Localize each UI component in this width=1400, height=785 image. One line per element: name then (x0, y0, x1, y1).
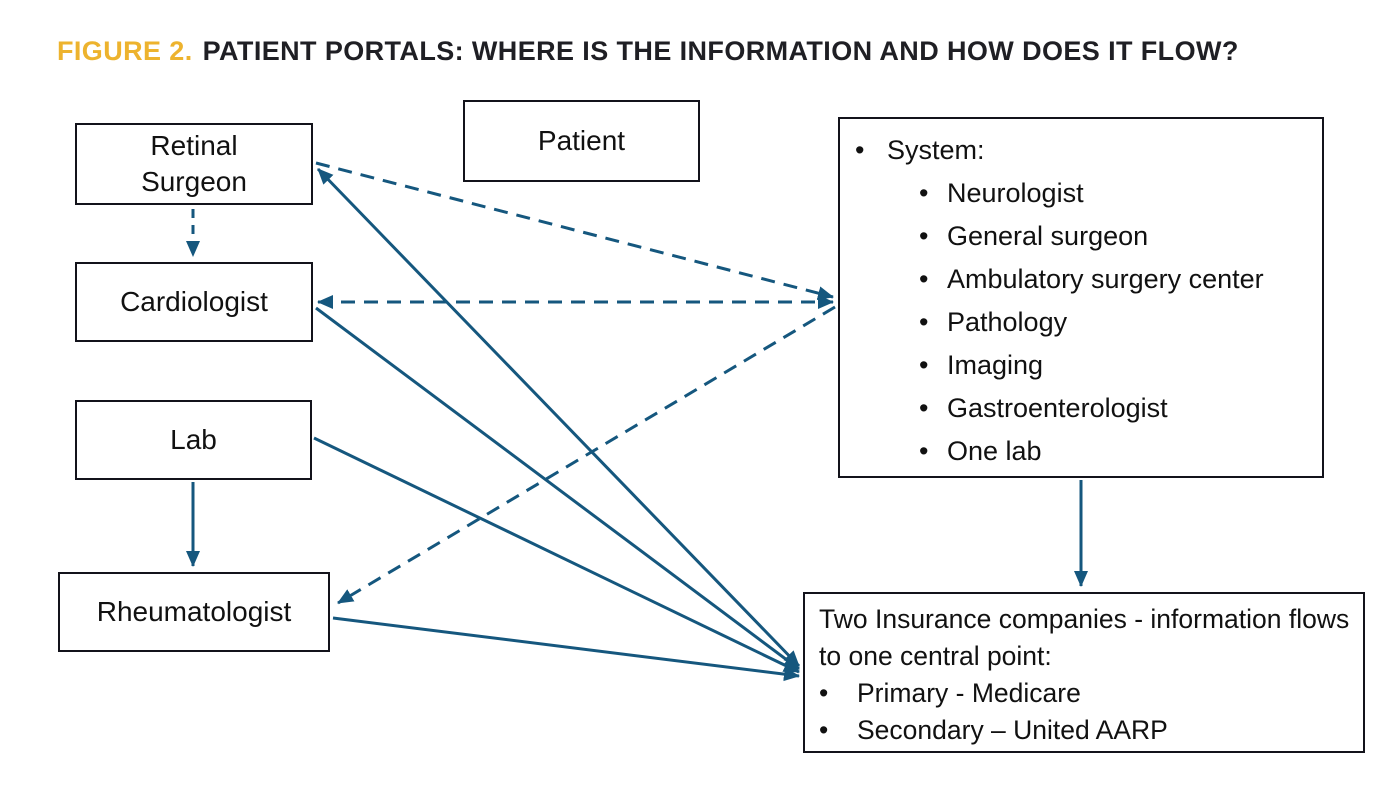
panel-system: • System: Neurologist General surgeon Amb… (838, 117, 1324, 478)
node-patient: Patient (463, 100, 700, 182)
system-item: Neurologist (919, 172, 1316, 215)
node-patient-label: Patient (537, 124, 626, 156)
arrow-retinal-insurance-solid-bidirectional (316, 167, 801, 668)
system-heading: System: (887, 135, 985, 165)
system-item: Imaging (919, 344, 1316, 387)
panel-insurance: Two Insurance companies - information fl… (803, 592, 1365, 753)
node-lab: Lab (75, 400, 312, 480)
arrow-retinal-to-system-dashed (315, 161, 834, 301)
figure-number-label: FIGURE 2. (57, 36, 193, 66)
system-item-list: Neurologist General surgeon Ambulatory s… (855, 172, 1316, 473)
system-item: Gastroenterologist (919, 387, 1316, 430)
insurance-item-list: Primary - Medicare Secondary – United AA… (819, 675, 1351, 749)
arrow-lab-to-insurance-solid (313, 436, 800, 674)
system-item: One lab (919, 430, 1316, 473)
insurance-item: Secondary – United AARP (819, 712, 1351, 749)
node-cardiologist: Cardiologist (75, 262, 313, 342)
arrow-rheumatologist-to-insurance-solid (332, 616, 800, 682)
node-rheumatologist-label: Rheumatologist (96, 595, 292, 627)
figure-title-text: PATIENT PORTALS: WHERE IS THE INFORMATIO… (202, 36, 1239, 66)
arrow-system-to-rheumatologist-dashed (337, 305, 836, 605)
system-item: General surgeon (919, 215, 1316, 258)
node-retinal-surgeon-label: Retinal Surgeon (141, 129, 247, 197)
system-item: Ambulatory surgery center (919, 258, 1316, 301)
system-heading-row: • System: (855, 129, 1316, 172)
insurance-heading: Two Insurance companies - information fl… (819, 604, 1350, 671)
node-retinal-surgeon: Retinal Surgeon (75, 123, 313, 205)
node-rheumatologist: Rheumatologist (58, 572, 330, 652)
node-cardiologist-label: Cardiologist (120, 285, 268, 317)
figure-title: FIGURE 2. PATIENT PORTALS: WHERE IS THE I… (57, 36, 1239, 67)
bullet-icon: • (855, 135, 865, 165)
arrow-cardiologist-to-insurance-solid (315, 306, 800, 671)
insurance-item: Primary - Medicare (819, 675, 1351, 712)
system-item: Pathology (919, 301, 1316, 344)
node-lab-label: Lab (170, 423, 217, 455)
